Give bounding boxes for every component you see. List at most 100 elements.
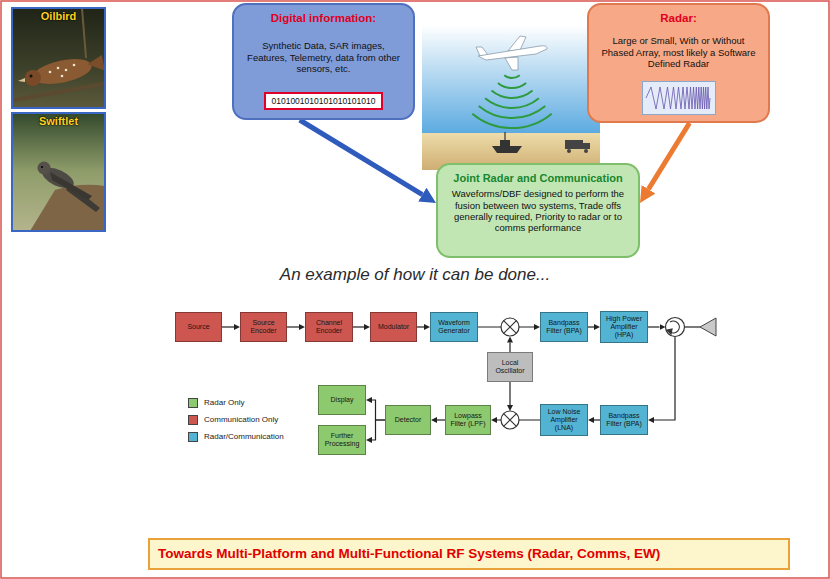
radar-scene — [422, 25, 600, 135]
box-label: Modulator — [374, 323, 413, 331]
oilbird-photo — [12, 8, 105, 108]
swiftlet-photo — [38, 162, 51, 175]
signal-connector — [417, 326, 424, 327]
radar-waves — [498, 83, 526, 88]
process-box: High Power Amplifier (HPA) — [600, 311, 648, 343]
mixer-symbol — [501, 318, 519, 336]
antenna-symbol — [700, 318, 716, 336]
signal-connector — [437, 419, 445, 420]
panel-text: Synthetic Data, SAR images, Features, Te… — [243, 40, 404, 74]
process-box: Further Processing — [318, 425, 366, 455]
oilbird-photo — [61, 75, 64, 78]
process-box: Lowpass Filter (LPF) — [445, 405, 491, 435]
panel-heading: Joint Radar and Communication — [444, 172, 632, 185]
oilbird-photo — [30, 75, 33, 78]
radar-panel: Radar: Large or Small, With or Without Ph… — [587, 3, 770, 123]
panel-heading: Digital information: — [243, 12, 404, 26]
section-heading-box: An example of how it can be done... — [215, 265, 615, 285]
signal-connector — [287, 326, 299, 327]
panel-text: Large or Small, With or Without Phased A… — [598, 35, 759, 69]
flow-arrow — [300, 120, 423, 195]
oilbird-photo — [12, 8, 105, 108]
ship — [504, 132, 505, 140]
swiftlet-photo — [41, 166, 43, 168]
mixer-symbol — [504, 321, 517, 334]
box-label: Source Encoder — [244, 319, 283, 335]
signal-connector — [372, 420, 385, 440]
vehicle — [565, 140, 583, 149]
signal-connector — [222, 326, 234, 327]
oilbird-photo — [12, 8, 106, 108]
ship — [500, 140, 510, 146]
legend-text: Radar Only — [204, 398, 244, 408]
signal-connector — [372, 400, 385, 420]
legend-swatch — [188, 398, 198, 408]
legend: Radar OnlyCommunication OnlyRadar/Commun… — [188, 394, 284, 445]
panel-text: Waveforms/DBF designed to perform the fu… — [444, 188, 632, 234]
mixer-symbol — [501, 411, 519, 429]
circulator-symbol — [666, 318, 685, 337]
process-box: Bandpass Filter (BPA) — [540, 312, 588, 342]
box-label: Lowpass Filter (LPF) — [449, 412, 487, 428]
oilbird-photo — [73, 64, 76, 67]
legend-text: Communication Only — [204, 415, 278, 425]
mixer-symbol — [501, 411, 519, 429]
photo-label-box: Swiftlet — [13, 115, 104, 128]
binary-box: 0101001010101010101010 — [264, 92, 382, 110]
section-heading: An example of how it can be done... — [215, 265, 615, 285]
chirp-plot — [646, 87, 710, 109]
oilbird-photo — [31, 55, 94, 89]
legend-swatch — [188, 415, 198, 425]
box-label: Further Processing — [322, 432, 362, 448]
process-box: Local Oscillator — [487, 352, 533, 382]
process-box: Modulator — [370, 312, 417, 342]
swiftlet-photo — [12, 113, 105, 231]
process-box: Bandpass Filter (BPA) — [600, 405, 648, 435]
box-label: Bandpass Filter (BPA) — [544, 319, 584, 335]
oilbird-photo — [18, 78, 25, 82]
box-label: High Power Amplifier (HPA) — [604, 315, 644, 339]
radar-scene — [422, 25, 600, 170]
banner-text: Towards Multi-Platform and Multi-Functio… — [158, 546, 780, 562]
binary-text: 0101001010101010101010 — [271, 96, 375, 106]
aircraft — [505, 57, 518, 70]
mixer-symbol — [504, 414, 517, 427]
chirp-plot — [642, 82, 715, 115]
radar-waves — [472, 114, 551, 128]
oilbird-photo — [14, 84, 104, 100]
process-box: Detector — [385, 405, 431, 435]
box-label: Bandpass Filter (BPA) — [604, 412, 644, 428]
box-label: Local Oscillator — [491, 359, 529, 375]
signal-wire — [509, 382, 510, 405]
swiftlet-photo — [50, 172, 92, 200]
joint-panel: Joint Radar and CommunicationWaveforms/D… — [436, 163, 640, 258]
swiftlet-photo — [12, 113, 105, 231]
signal-connector — [353, 326, 364, 327]
radar-waves — [504, 75, 519, 78]
photo-label: Swiftlet — [13, 115, 104, 128]
signal-wire — [685, 326, 701, 327]
photo-label-box: Oilbird — [13, 10, 104, 23]
box-label: Waveform Generator — [434, 319, 474, 335]
oilbird-photo — [57, 67, 60, 70]
process-box: Low Noise Amplifier (LNA) — [540, 404, 588, 436]
process-box: Display — [318, 385, 366, 415]
vehicle — [567, 149, 571, 153]
panel-heading: Radar: — [598, 12, 759, 26]
oilbird-photo — [31, 52, 106, 88]
box-label: Display — [322, 396, 362, 404]
process-box: Waveform Generator — [430, 312, 478, 342]
box-label: Detector — [389, 416, 427, 424]
oilbird-photo — [65, 69, 68, 72]
circulator-symbol — [666, 318, 685, 337]
title-banner: Towards Multi-Platform and Multi-Functio… — [148, 538, 790, 570]
oilbird-photo — [49, 71, 52, 74]
chirp-plot — [642, 81, 716, 115]
ship — [492, 132, 522, 153]
box-label: Source — [179, 323, 218, 331]
legend-swatch — [188, 432, 198, 442]
swiftlet-photo — [12, 113, 105, 231]
legend-row: Radar/Communication — [188, 428, 284, 445]
